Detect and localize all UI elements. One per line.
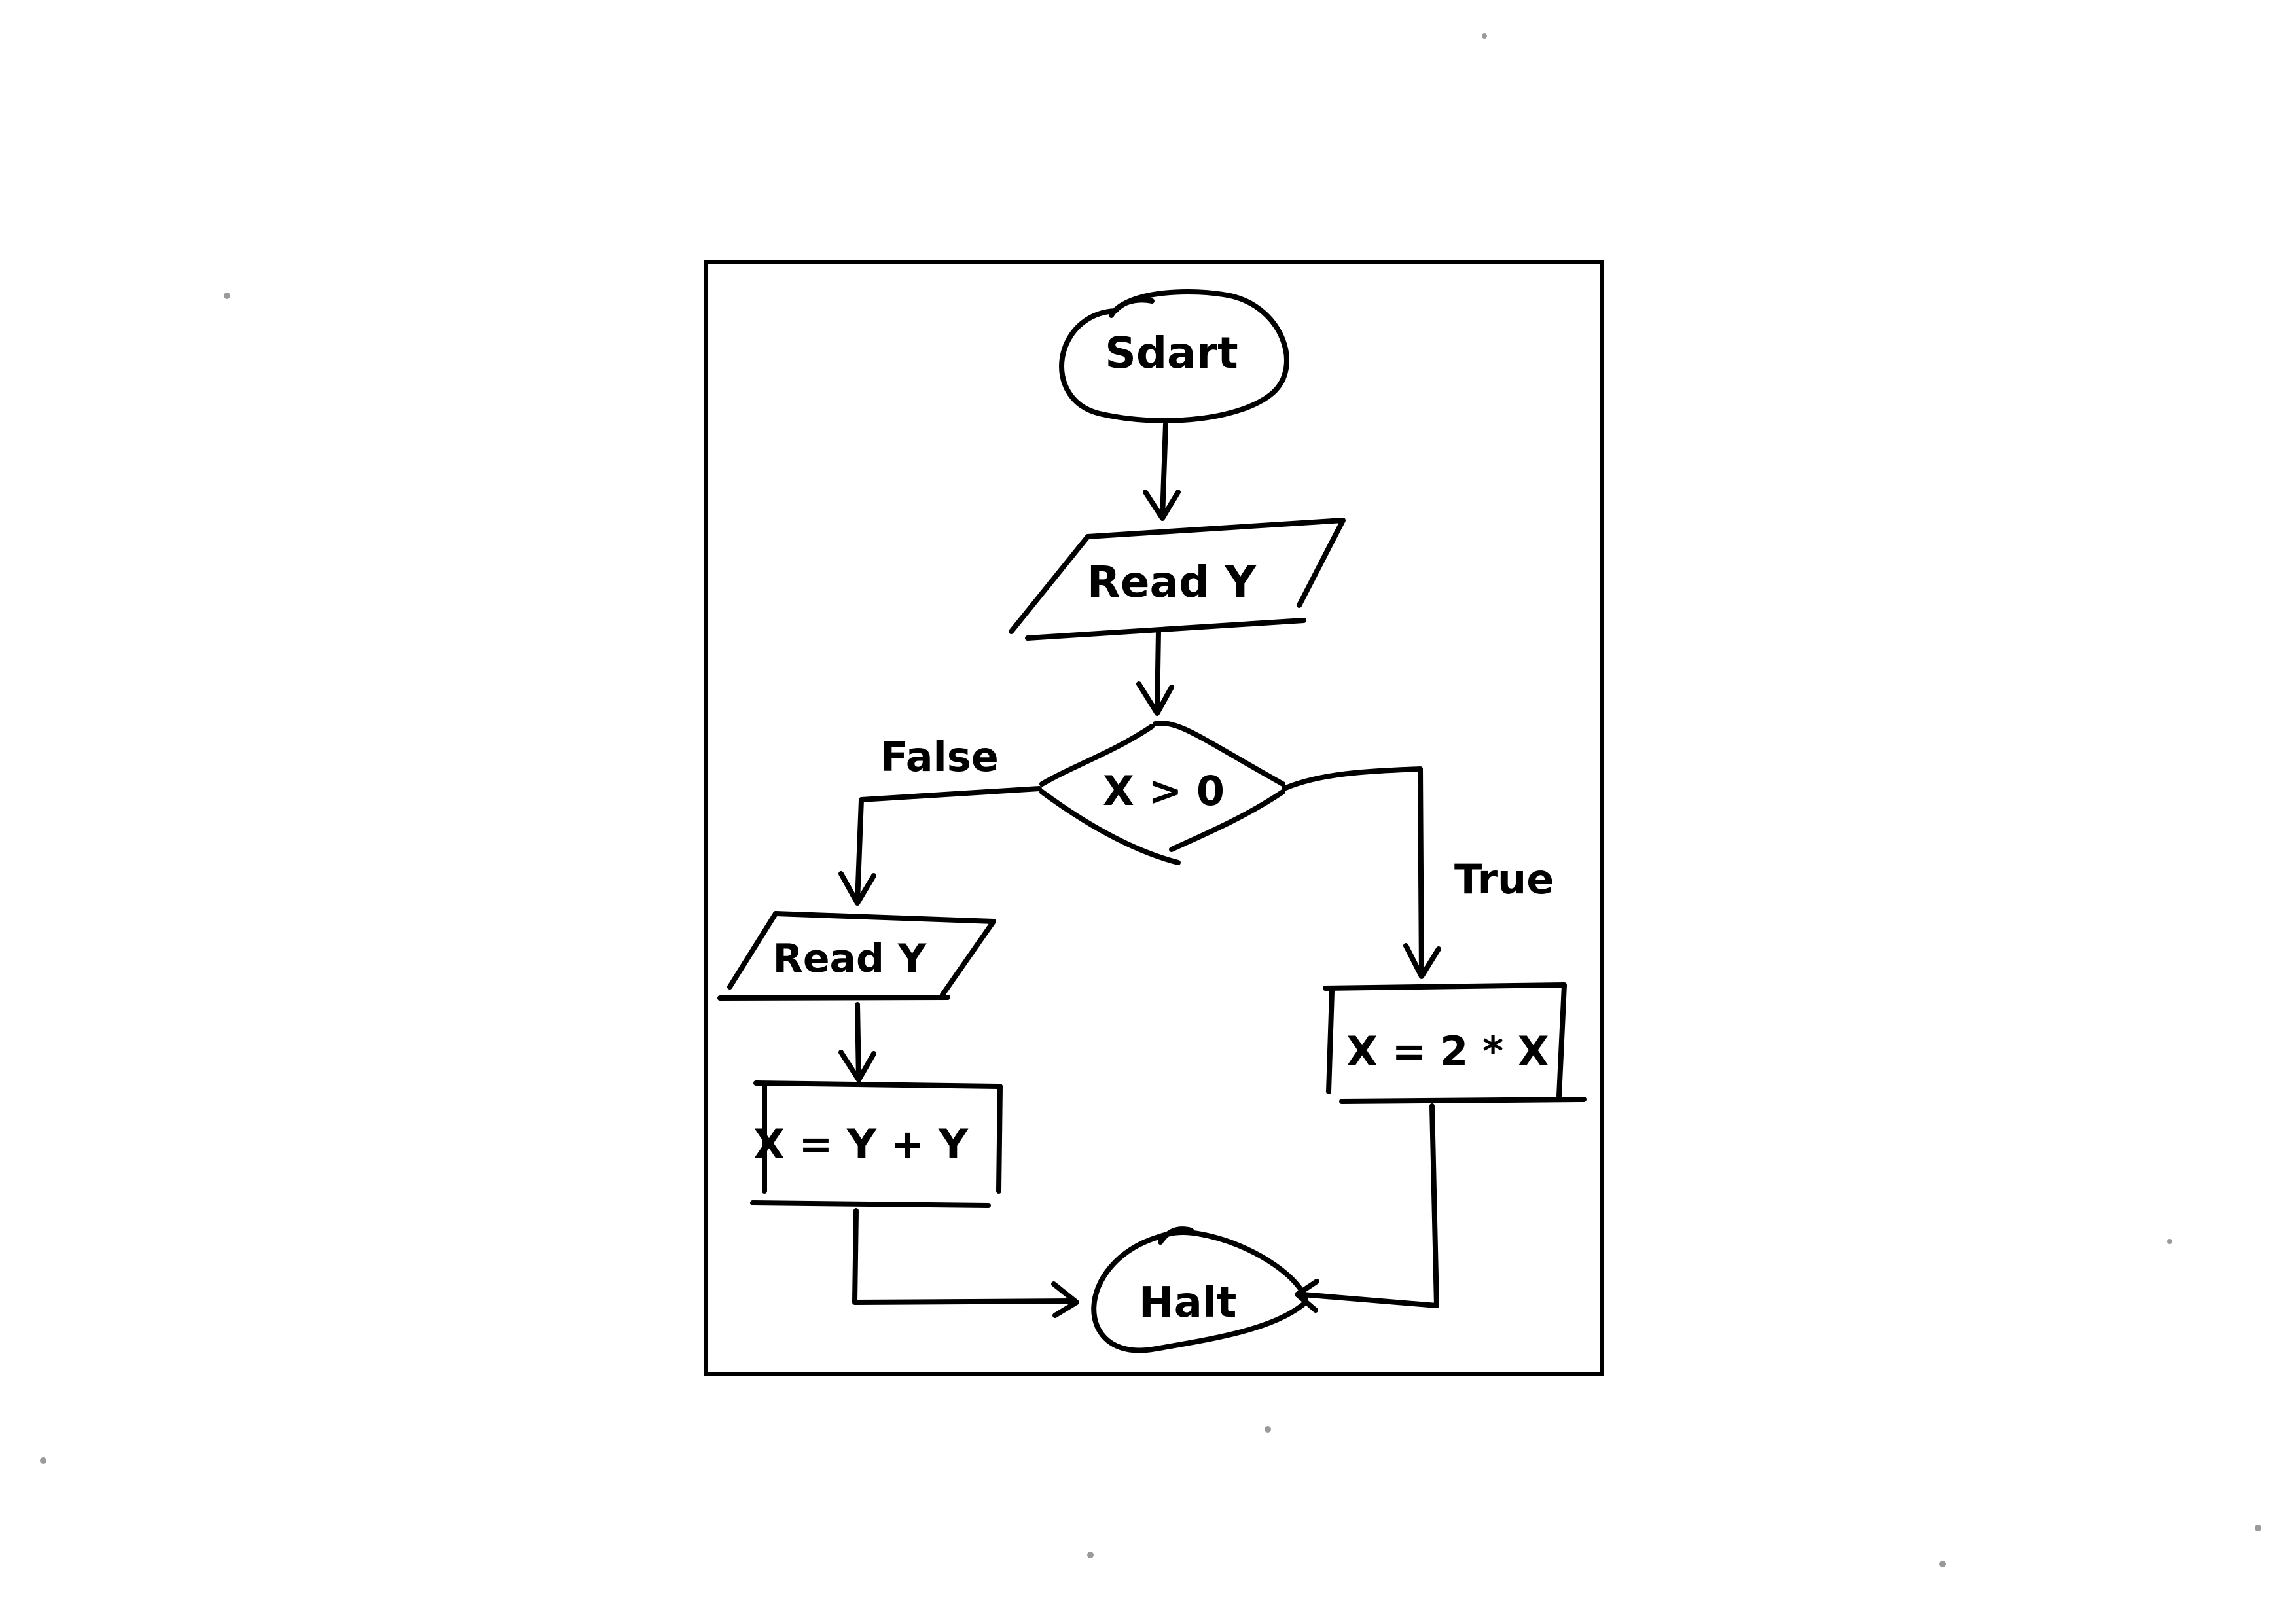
read-y-top-label: Read Y: [1087, 557, 1257, 607]
halt-label: Halt: [1139, 1279, 1236, 1327]
false-label: False: [880, 733, 999, 781]
true-branch-connector: True: [1282, 766, 1554, 979]
read-y-left-io: Read Y: [717, 911, 996, 1001]
arrow-read-to-decision: [1136, 629, 1174, 716]
true-label: True: [1454, 855, 1554, 903]
connector-assign-right-to-halt: [1295, 1103, 1439, 1313]
halt-terminator: Halt: [1091, 1226, 1308, 1353]
arrow-start-to-read: [1143, 421, 1181, 521]
decision-label: X > 0: [1103, 767, 1225, 815]
false-branch-connector: False: [838, 733, 1042, 906]
start-terminator: Sdart: [1059, 289, 1289, 423]
assign-right-process: X = 2 * X: [1323, 982, 1587, 1104]
read-y-left-label: Read Y: [773, 936, 927, 982]
assign-right-label: X = 2 * X: [1346, 1027, 1549, 1075]
connector-assign-left-to-halt: [852, 1208, 1079, 1318]
start-label: Sdart: [1105, 328, 1238, 378]
assign-left-process: X = Y + Y: [750, 1080, 1003, 1208]
read-y-top-io: Read Y: [1009, 518, 1346, 641]
diagram-frame: [704, 260, 1604, 1376]
decision-diamond: X > 0: [1039, 721, 1285, 865]
assign-left-label: X = Y + Y: [753, 1120, 969, 1168]
arrow-read-to-assign-left: [838, 1002, 876, 1082]
scan-specks: [40, 33, 2261, 1567]
